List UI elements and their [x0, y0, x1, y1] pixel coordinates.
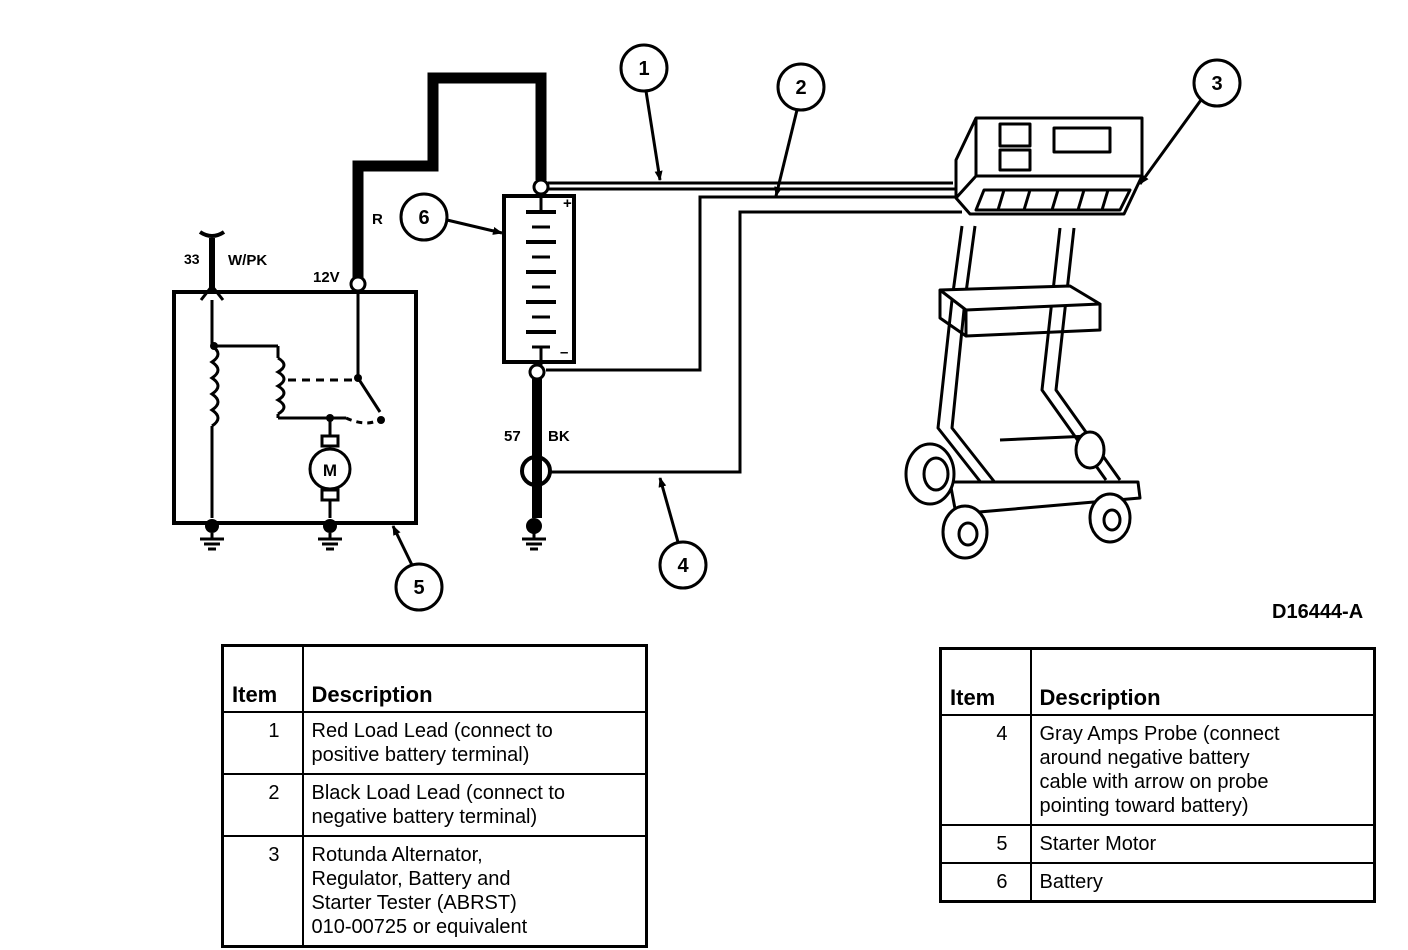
battery: + – [502, 178, 576, 381]
abrst-tester-cart [904, 116, 1144, 560]
svg-text:6: 6 [418, 207, 429, 229]
table-row: 6 Battery [939, 862, 1376, 903]
description-line: pointing toward battery) [1039, 795, 1249, 817]
svg-text:4: 4 [677, 555, 689, 577]
circuit-33-label: 33 [184, 251, 200, 267]
item-number-cell: 3 [221, 835, 304, 948]
ground-symbol-battery [522, 518, 546, 551]
description-line: Starter Motor [1039, 833, 1157, 855]
description-line: cable with arrow on probe [1039, 771, 1269, 793]
ground-symbol-motor [318, 519, 342, 551]
item-number-cell: 5 [939, 824, 1032, 864]
table-header-row: Item Description [221, 644, 648, 713]
description-line: 010-00725 or equivalent [311, 916, 528, 938]
item-column-header: Item [939, 647, 1032, 716]
table-header-row: Item Description [939, 647, 1376, 716]
battery-positive-symbol: + [563, 195, 572, 212]
description-line: Regulator, Battery and [311, 868, 511, 890]
item-number-cell: 2 [221, 773, 304, 837]
description-line: Starter Tester (ABRST) [311, 892, 517, 914]
description-line: positive battery terminal) [311, 744, 530, 766]
description-line: negative battery terminal) [311, 806, 538, 828]
description-line: Red Load Lead (connect to [311, 720, 553, 742]
description-cell: Rotunda Alternator,Regulator, Battery an… [301, 835, 648, 948]
description-cell: Starter Motor [1029, 824, 1376, 864]
description-line: Black Load Lead (connect to [311, 782, 566, 804]
voltage-12v-label: 12V [313, 269, 340, 286]
description-cell: Battery [1029, 862, 1376, 903]
svg-text:5: 5 [413, 577, 424, 599]
ground-symbol-left [200, 519, 224, 551]
item-number-cell: 4 [939, 714, 1032, 826]
description-line: Gray Amps Probe (connect [1039, 723, 1280, 745]
callout-1: 1 [619, 43, 669, 181]
motor-symbol-label: M [323, 461, 337, 480]
callout-6: 6 [399, 192, 503, 242]
item-number-cell: 6 [939, 862, 1032, 903]
figure-id: D16444-A [1272, 601, 1364, 623]
description-column-header: Description [1029, 647, 1376, 716]
description-line: around negative battery [1039, 747, 1250, 769]
battery-positive-cable [352, 72, 547, 283]
tester-leads [546, 181, 962, 474]
wiring-diagram: M + [172, 43, 1242, 612]
table-row: 5 Starter Motor [939, 824, 1376, 864]
description-column-header: Description [301, 644, 648, 713]
callout-5: 5 [391, 525, 444, 612]
battery-negative-symbol: – [560, 344, 568, 361]
svg-text:1: 1 [638, 58, 649, 80]
item-column-header: Item [221, 644, 304, 713]
description-line: Battery [1039, 871, 1103, 893]
circuit-57-label: 57 [504, 428, 521, 445]
callout-3: 3 [1138, 58, 1242, 185]
callout-2: 2 [774, 62, 826, 197]
wire-color-wpk-label: W/PK [228, 252, 267, 269]
svg-text:3: 3 [1211, 73, 1222, 95]
starter-motor-assembly: M [172, 230, 418, 551]
description-line: Rotunda Alternator, [311, 844, 483, 866]
callout-4: 4 [658, 477, 708, 590]
item-number-cell: 1 [221, 711, 304, 775]
wire-color-bk-label: BK [548, 428, 570, 445]
wire-color-r-label: R [372, 211, 383, 228]
svg-text:2: 2 [795, 77, 806, 99]
